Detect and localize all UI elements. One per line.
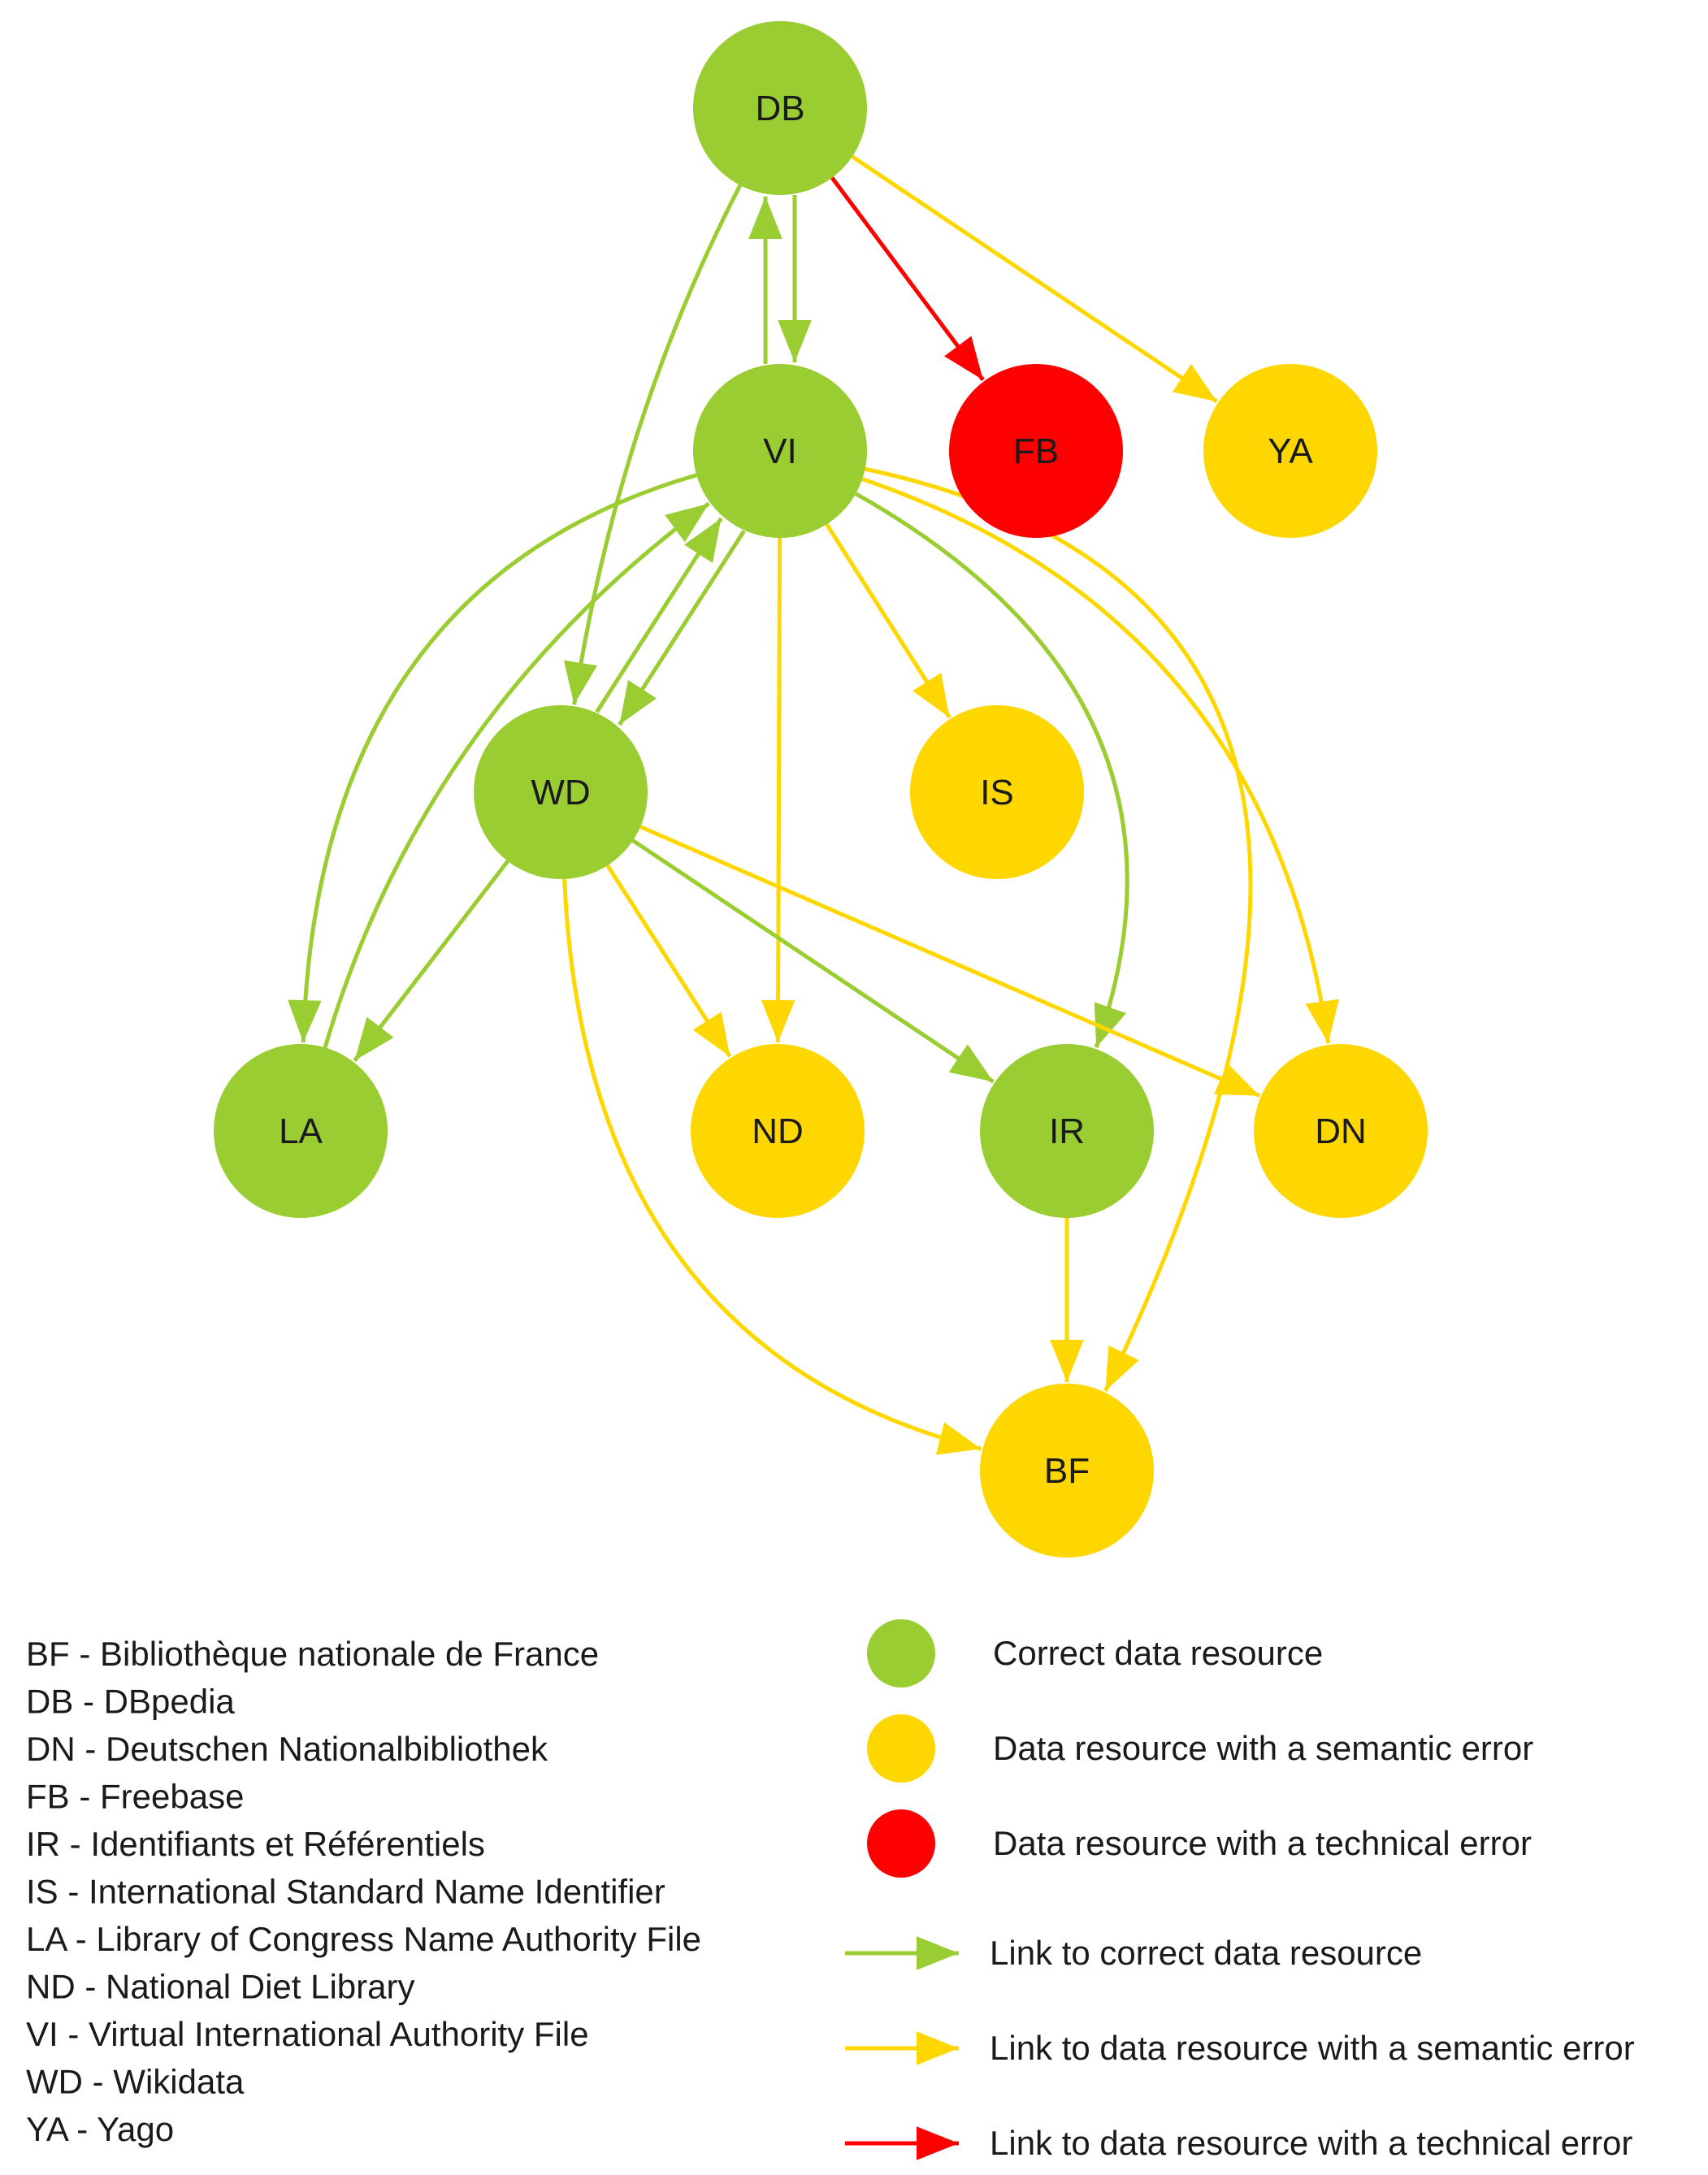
abbreviation-item: WD - Wikidata [26, 2063, 245, 2101]
node-label-nd: ND [752, 1111, 804, 1151]
abbreviation-item: LA - Library of Congress Name Authority … [26, 1920, 701, 1958]
abbreviation-item: VI - Virtual International Authority Fil… [26, 2015, 589, 2053]
edge-wd-to-bf [562, 878, 982, 1455]
legend-label-technical: Data resource with a technical error [993, 1824, 1532, 1862]
legend-label-semantic: Data resource with a semantic error [993, 1729, 1533, 1767]
node-circle-bf [980, 1384, 1154, 1558]
node-wd: WD [474, 705, 648, 879]
legend-link-label-semantic: Link to data resource with a semantic er… [990, 2029, 1635, 2067]
edge-vi-to-bf [865, 466, 1253, 1392]
legend-swatch-correct [867, 1619, 935, 1688]
edge-wd-to-dn [639, 825, 1261, 1098]
node-label-ir: IR [1049, 1111, 1085, 1151]
edge-la-to-vi [323, 501, 710, 1049]
node-circle-db [693, 21, 867, 195]
node-ir: IR [980, 1044, 1154, 1218]
node-label-vi: VI [763, 431, 797, 471]
edge-vi-to-la [288, 473, 697, 1043]
node-circle-ya [1203, 364, 1377, 538]
node-circle-fb [949, 364, 1123, 538]
edge-vi-to-dn [861, 477, 1339, 1044]
node-label-la: LA [279, 1111, 323, 1151]
abbreviation-item: IR - Identifiants et Référentiels [26, 1825, 485, 1863]
node-circle-ir [980, 1044, 1154, 1218]
edge-db-to-ya [851, 154, 1218, 404]
nodes-layer: DB VI FB YA WD IS LA ND IR DN BF [214, 21, 1428, 1558]
node-circle-la [214, 1044, 388, 1218]
legend-swatch-semantic [867, 1714, 935, 1783]
node-label-fb: FB [1013, 431, 1059, 471]
abbreviation-list: BF - Bibliothèque nationale de France DB … [26, 1635, 701, 2148]
abbreviation-item: IS - International Standard Name Identif… [26, 1873, 665, 1911]
edge-vi-to-nd [761, 537, 795, 1043]
abbreviation-item: DB - DBpedia [26, 1683, 235, 1721]
edge-wd-to-vi [595, 517, 723, 713]
node-label-db: DB [755, 89, 804, 128]
node-dn: DN [1254, 1044, 1428, 1218]
node-fb: FB [949, 364, 1123, 538]
node-label-bf: BF [1044, 1451, 1090, 1491]
edge-vi-to-wd [618, 530, 746, 726]
edge-wd-to-la [353, 860, 509, 1063]
node-circle-vi [693, 364, 867, 538]
node-db: DB [693, 21, 867, 195]
node-is: IS [910, 705, 1084, 879]
abbreviation-item: YA - Yago [26, 2110, 174, 2148]
abbreviation-item: BF - Bibliothèque nationale de France [26, 1635, 599, 1673]
node-label-wd: WD [531, 773, 590, 812]
edge-db-to-wd [563, 184, 743, 705]
abbreviation-item: FB - Freebase [26, 1778, 244, 1816]
node-label-dn: DN [1315, 1111, 1367, 1151]
node-circle-dn [1254, 1044, 1428, 1218]
abbreviation-item: DN - Deutschen Nationalbibliothek [26, 1730, 548, 1768]
edges-layer [288, 154, 1339, 1455]
node-ya: YA [1203, 364, 1377, 538]
legend-link-label-technical: Link to data resource with a technical e… [990, 2124, 1632, 2162]
edge-db-to-fb [830, 176, 985, 382]
edge-wd-to-ir [631, 838, 995, 1084]
edge-wd-to-nd [605, 864, 732, 1058]
node-nd: ND [691, 1044, 865, 1218]
node-circle-nd [691, 1044, 865, 1218]
node-bf: BF [980, 1384, 1154, 1558]
legend-link-label-correct: Link to correct data resource [990, 1934, 1422, 1972]
node-label-ya: YA [1268, 431, 1313, 471]
node-vi: VI [693, 364, 867, 538]
node-circle-is [910, 705, 1084, 879]
edge-vi-to-ir [854, 492, 1129, 1048]
node-label-is: IS [980, 773, 1014, 812]
node-circle-wd [474, 705, 648, 879]
legend-swatch-technical [867, 1809, 935, 1878]
edge-vi-to-is [825, 522, 952, 719]
legend-label-correct: Correct data resource [993, 1634, 1323, 1672]
abbreviation-item: ND - National Diet Library [26, 1968, 415, 2006]
node-la: LA [214, 1044, 388, 1218]
